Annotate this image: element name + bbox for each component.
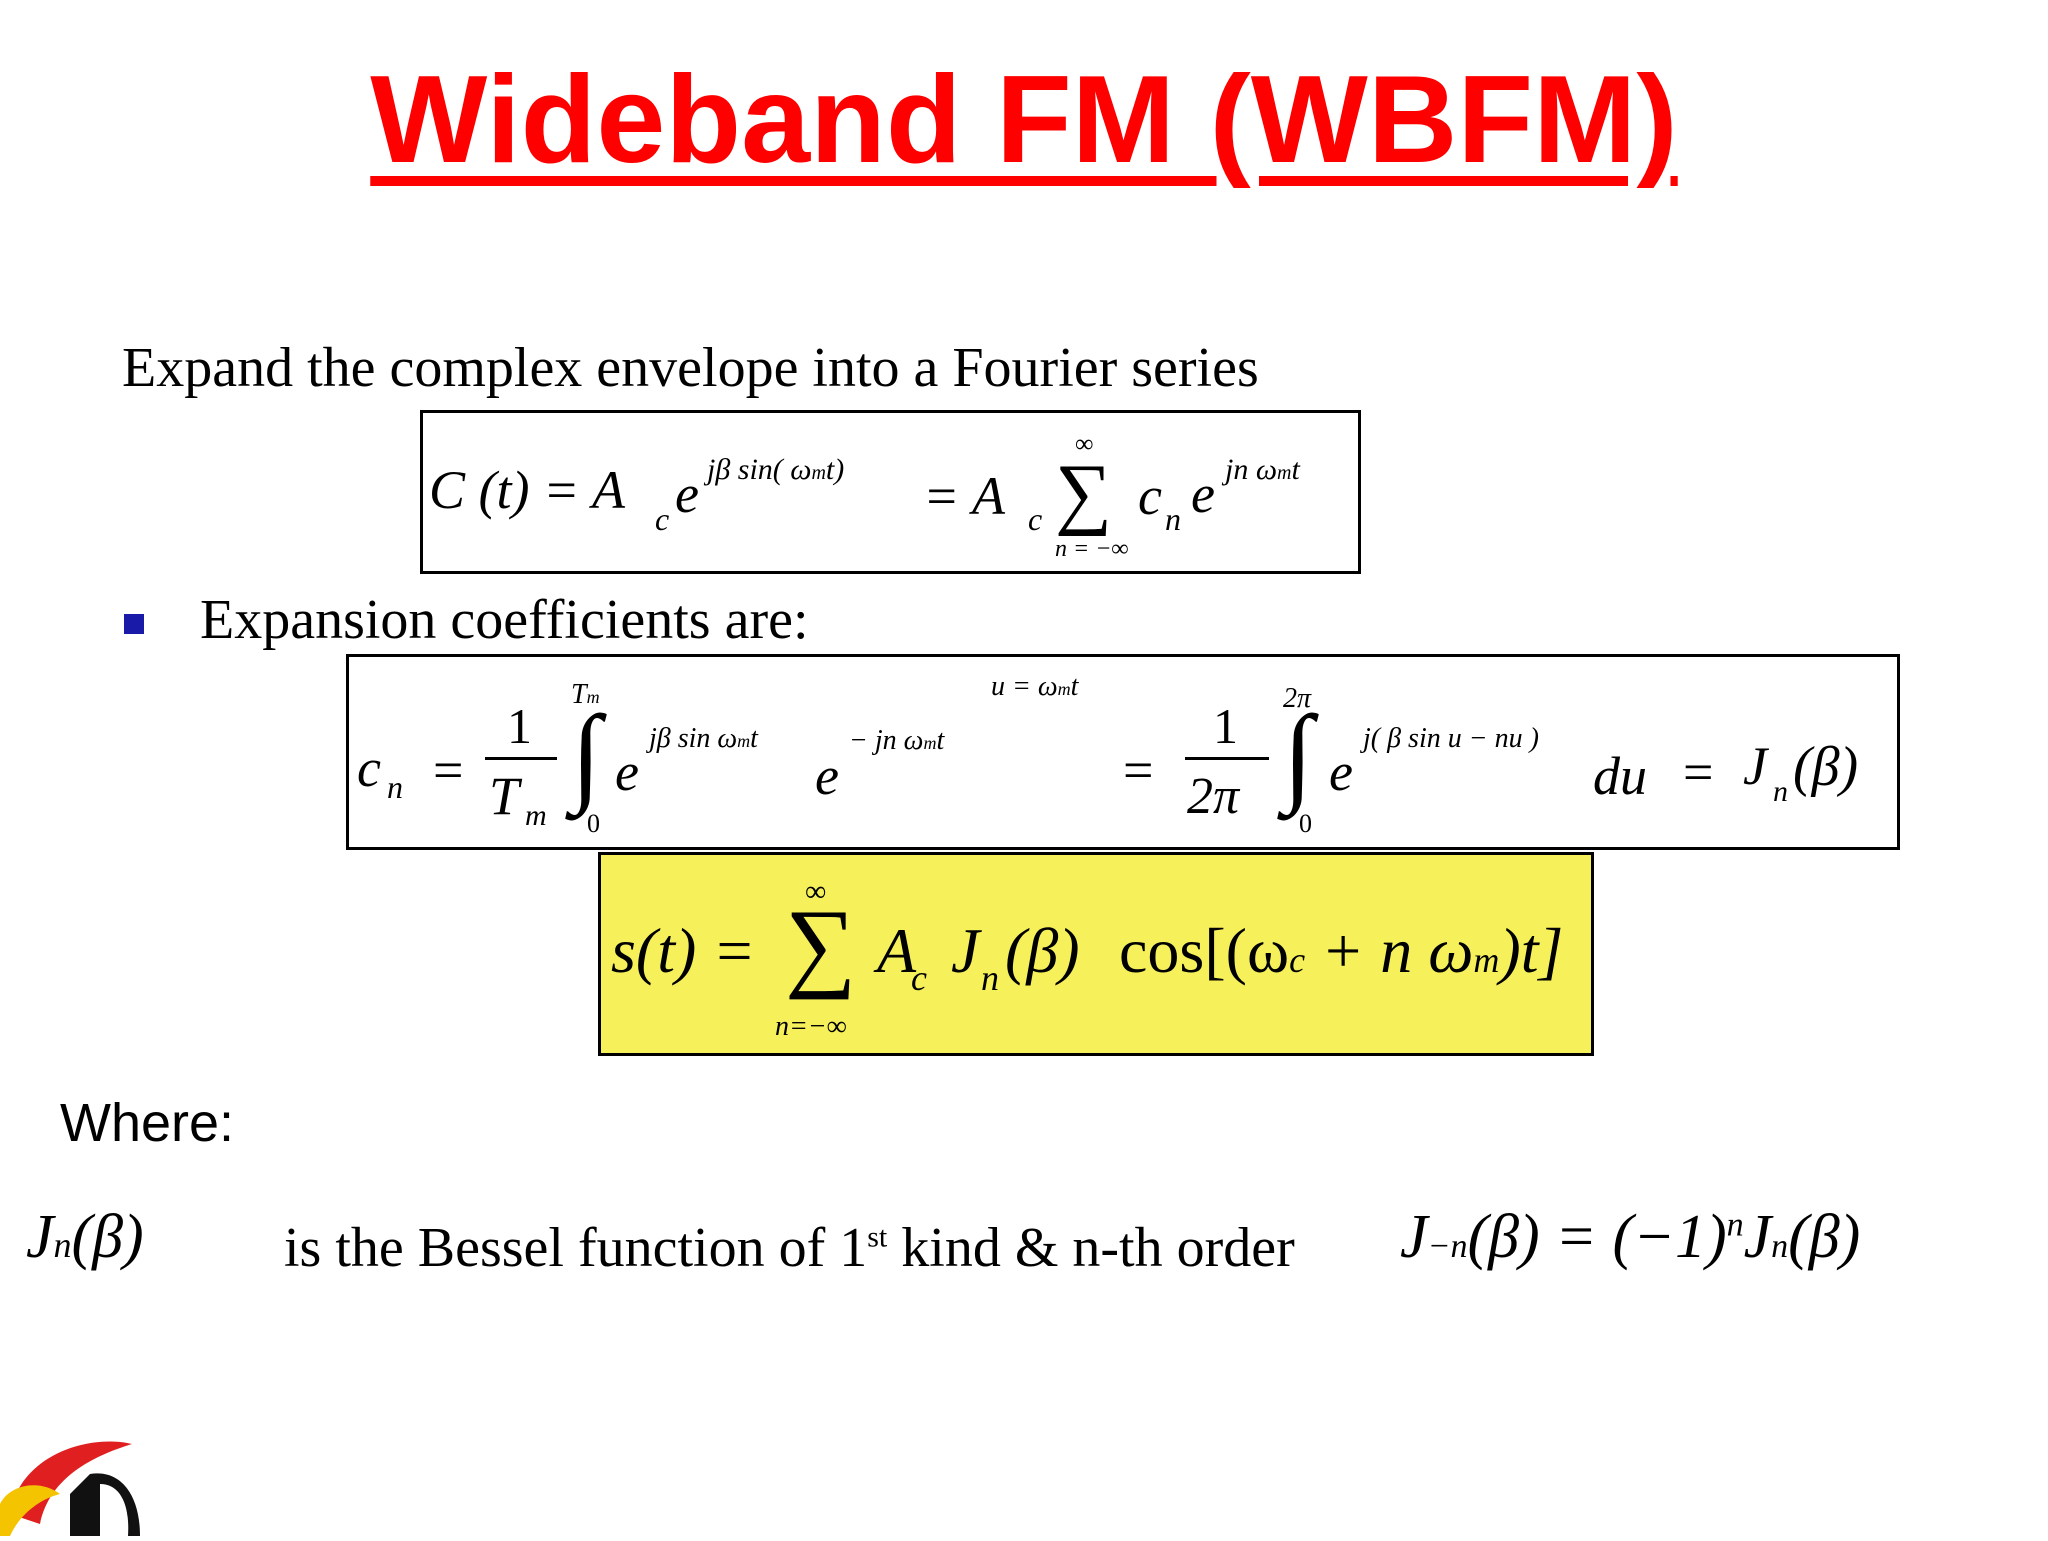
eq2-num2: 1 <box>1213 698 1238 754</box>
eq2-int1-top: Tm <box>571 679 600 710</box>
eq3-sum-bottom: n=−∞ <box>775 1011 847 1042</box>
slide-title: Wideband FM (WBFM) <box>370 51 1678 189</box>
university-logo <box>0 1424 140 1536</box>
bessel-symmetry-relation: J−n(β) = (−1)nJn(β) <box>1400 1203 1861 1271</box>
wbfm-signal-equation: s(t) = ∞ ∑ n=−∞ A c J n (β) cos[(ωc + n … <box>598 852 1594 1056</box>
eq1-lhs: C (t) = A <box>429 460 625 520</box>
eq1-sum-bottom: n = −∞ <box>1055 536 1129 562</box>
eq2-eq2: = <box>1123 740 1154 800</box>
eq3-sum-top: ∞ <box>805 875 827 908</box>
eq1-lhs-sub: c <box>655 501 670 537</box>
bullet-icon <box>124 614 144 634</box>
eq2-integral-1: ∫ <box>571 693 602 815</box>
eq2-exp3: j( β sin u − nu ) <box>1363 723 1539 754</box>
eq1-e2: e <box>1191 464 1215 524</box>
eq2-substitution: u = ωmt <box>991 671 1079 702</box>
eq3-a: A <box>877 915 917 986</box>
eq1-cn-sub: n <box>1165 501 1181 537</box>
eq1-mid-sub: c <box>1028 501 1043 537</box>
eq2-den1-sub: m <box>525 799 547 832</box>
bullet-text: Expansion coefficients are: <box>200 589 809 651</box>
eq2-num1: 1 <box>507 698 532 754</box>
eq2-den2: 2π <box>1187 768 1240 825</box>
eq3-sigma: ∑ <box>785 889 857 1000</box>
complex-envelope-equation: C (t) = A c e jβ sin( ωmt) = A c ∞ ∑ n =… <box>420 410 1361 574</box>
eq2-frac-line-2 <box>1185 757 1269 760</box>
eq1-sigma: ∑ <box>1055 449 1113 537</box>
eq2-eq3: = <box>1683 742 1714 802</box>
eq2-result-arg: (β) <box>1793 736 1859 798</box>
eq2-e: e <box>615 742 639 802</box>
eq2-c: c <box>357 738 381 798</box>
eq3-lhs: s(t) = <box>611 915 756 986</box>
bessel-description: is the Bessel function of 1st kind & n-t… <box>284 1217 1295 1279</box>
eq3-arg: (β) <box>1005 915 1080 986</box>
eq3-j: J <box>951 915 980 986</box>
eq2-int1-bottom: 0 <box>587 809 600 838</box>
bessel-symbol: Jn(β) <box>26 1203 144 1271</box>
where-label: Where: <box>60 1093 235 1153</box>
eq2-exp-b: − jn ωmt <box>849 725 945 756</box>
eq2-int2-bottom: 0 <box>1299 809 1312 838</box>
eq1-cn: c <box>1138 466 1162 526</box>
eq1-mid: = A <box>923 466 1005 526</box>
eq1-e1: e <box>675 464 699 524</box>
eq2-exp-a: jβ sin ωmt <box>649 723 758 754</box>
eq2-den1: T <box>489 766 520 826</box>
eq2-integral-2: ∫ <box>1283 693 1314 815</box>
eq2-eq1: = <box>433 740 464 800</box>
eq2-du: du <box>1593 746 1647 806</box>
eq2-result: J <box>1743 736 1767 796</box>
eq3-cos: cos[(ωc + n ωm)t] <box>1119 915 1564 986</box>
eq2-e3: e <box>1329 742 1353 802</box>
intro-text: Expand the complex envelope into a Fouri… <box>122 337 1259 399</box>
eq1-sum-top: ∞ <box>1075 429 1094 458</box>
eq2-c-sub: n <box>387 769 403 805</box>
eq3-a-sub: c <box>911 958 927 998</box>
expansion-coefficients-equation: c n = 1 T m Tm ∫ 0 e jβ sin ωmt e − jn ω… <box>346 654 1900 850</box>
eq2-int2-top: 2π <box>1283 683 1312 714</box>
eq2-frac-line-1 <box>485 757 557 760</box>
eq1-exp2: jn ωmt <box>1225 453 1300 486</box>
eq3-j-sub: n <box>981 958 999 998</box>
eq2-e-b: e <box>815 746 839 806</box>
eq1-exp1: jβ sin( ωmt) <box>707 453 845 486</box>
eq2-result-sub: n <box>1773 775 1788 808</box>
